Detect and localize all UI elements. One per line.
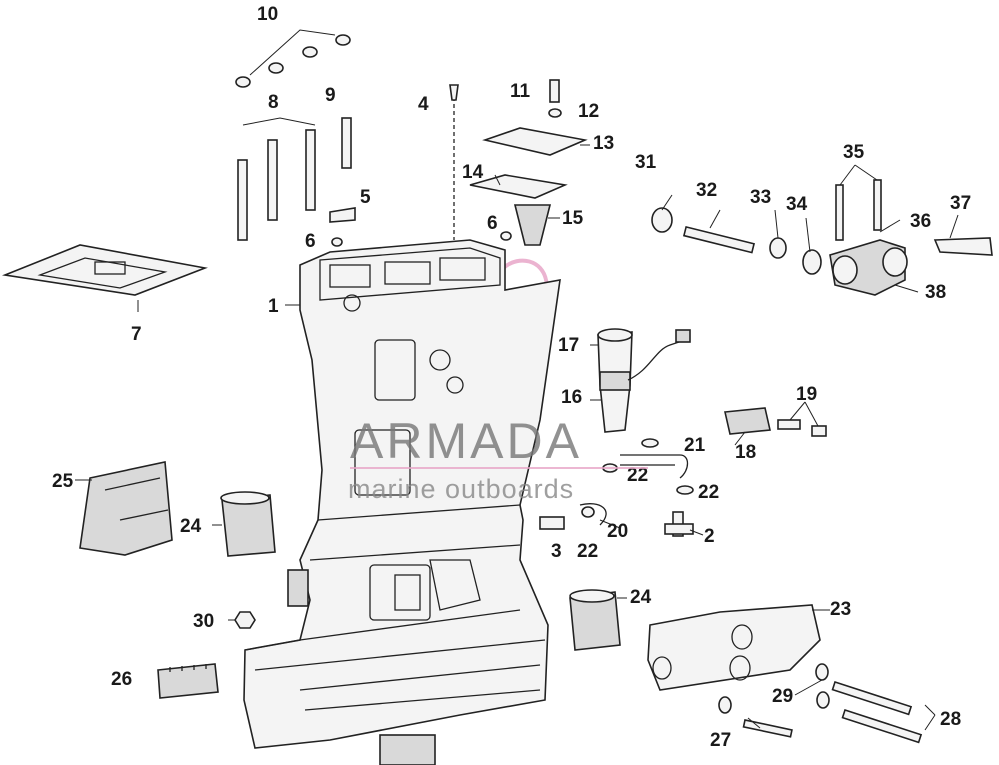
callout-label: 31 xyxy=(635,152,657,173)
callout-label: 7 xyxy=(131,324,142,345)
callout-label: 4 xyxy=(418,94,429,115)
callout-label: 2 xyxy=(704,526,715,547)
callout-label: 21 xyxy=(684,435,706,456)
callout-label: 24 xyxy=(630,587,652,608)
callout-label: 11 xyxy=(510,81,531,102)
callout-label: 13 xyxy=(593,133,614,154)
callout-label: 32 xyxy=(696,180,717,201)
callout-label: 20 xyxy=(607,521,628,542)
callout-label: 33 xyxy=(750,187,771,208)
callout-label: 17 xyxy=(558,335,579,356)
watermark-tagline: marine outboards xyxy=(348,474,574,504)
callout-label: 3 xyxy=(551,541,562,562)
callout-label: 25 xyxy=(52,471,74,492)
steering-bracket-hardware xyxy=(651,179,993,296)
gasket-plate xyxy=(1,244,208,312)
callout-label: 6 xyxy=(305,231,316,252)
callout-label: 35 xyxy=(843,142,865,163)
lower-mounts-right xyxy=(569,589,923,744)
callout-label: 8 xyxy=(268,92,279,113)
callout-label: 6 xyxy=(487,213,498,234)
callout-label: 10 xyxy=(257,4,278,25)
callout-label: 29 xyxy=(772,686,793,707)
callout-label: 24 xyxy=(180,516,202,537)
callout-label: 14 xyxy=(462,162,484,183)
callout-label: 28 xyxy=(940,709,961,730)
callout-label: 22 xyxy=(627,465,648,486)
watermark: ARMADA marine outboards xyxy=(348,413,648,504)
callout-label: 5 xyxy=(360,187,371,208)
callout-label: 37 xyxy=(950,193,971,214)
callout-label: 15 xyxy=(562,208,584,229)
watermark-brand: ARMADA xyxy=(350,413,582,469)
callout-leaders xyxy=(75,144,959,731)
callout-label: 22 xyxy=(698,482,719,503)
exhaust-tube xyxy=(597,328,691,433)
callout-label: 30 xyxy=(193,611,214,632)
top-hardware xyxy=(235,29,588,247)
midsection-housing xyxy=(243,239,561,765)
callout-label: 19 xyxy=(796,384,817,405)
callout-label: 1 xyxy=(268,296,279,317)
callout-label: 12 xyxy=(578,101,599,122)
callout-label: 18 xyxy=(735,442,756,463)
callout-label: 38 xyxy=(925,282,946,303)
callout-label: 27 xyxy=(710,730,731,751)
callout-label: 23 xyxy=(830,599,851,620)
callout-label: 34 xyxy=(786,194,808,215)
callout-label: 16 xyxy=(561,387,582,408)
callout-label: 36 xyxy=(910,211,931,232)
sensor-assembly xyxy=(724,407,827,437)
callout-label: 22 xyxy=(577,541,598,562)
callout-labels: 10 8 9 4 11 12 13 14 5 6 6 15 31 32 33 3… xyxy=(52,4,971,751)
callout-label: 26 xyxy=(111,669,132,690)
callout-label: 9 xyxy=(325,85,336,106)
